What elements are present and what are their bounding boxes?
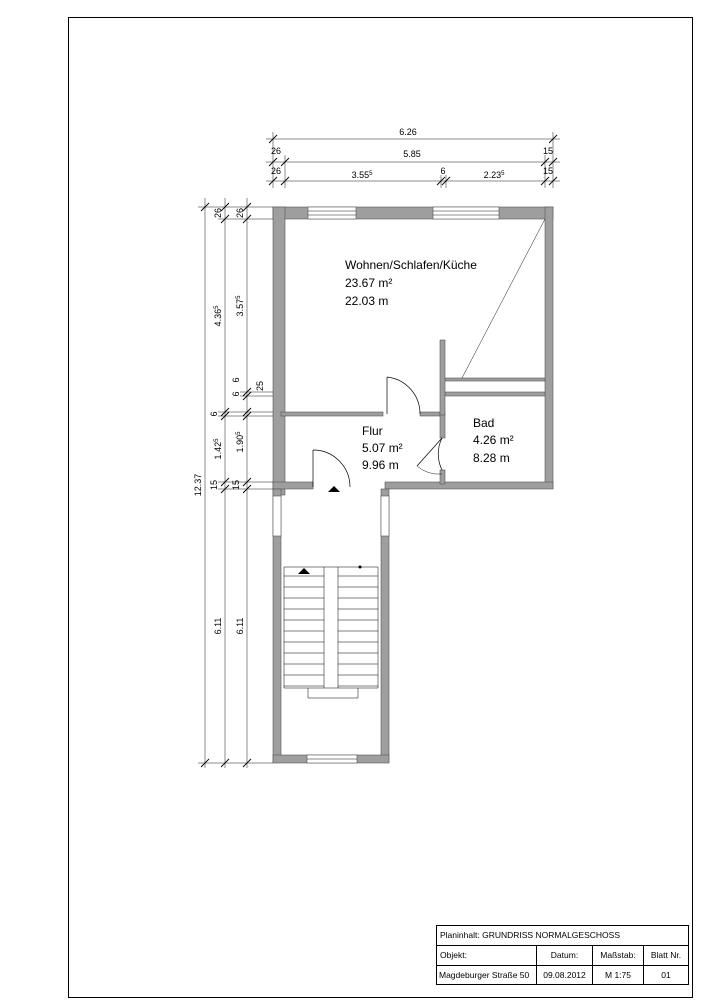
dim-left-c2-5: 6.11 [213, 618, 223, 635]
bath-name: Bad [473, 416, 494, 430]
left-dimensions [198, 198, 273, 768]
dim-left-c3-2: 6 [231, 377, 241, 382]
dim-left-c3-4: 1.905 [235, 431, 245, 453]
object-label: Objekt: [437, 946, 537, 965]
plan-content-label: Planinhalt: [440, 930, 480, 940]
windows [272, 206, 500, 764]
dim-left-c2-4: 15 [209, 480, 219, 490]
scale-value: M 1:75 [593, 966, 644, 984]
dim-top-r3-2: 6 [440, 166, 445, 176]
date-value: 09.08.2012 [537, 966, 593, 984]
sheet-label: Blatt Nr. [650, 950, 682, 960]
plan-content-cell: Planinhalt: GRUNDRISS NORMALGESCHOSS [437, 926, 688, 945]
dim-left-total: 12.37 [193, 474, 203, 497]
dim-left-side-label: 25 [255, 381, 265, 391]
dim-left-c3-1: 3.575 [235, 295, 245, 317]
dim-left-c2-3: 1.425 [213, 438, 223, 460]
bath-area: 4.26 m² [473, 433, 514, 447]
kitchen-diagonal [461, 218, 546, 379]
living-room-area: 23.67 m² [345, 276, 392, 290]
title-block-row-values: Magdeburger Straße 50 09.08.2012 M 1:75 … [437, 966, 688, 984]
title-block-row-plan: Planinhalt: GRUNDRISS NORMALGESCHOSS [437, 926, 688, 946]
dim-top-r2-mid: 5.85 [403, 149, 421, 159]
dim-top-r3-4: 15 [543, 166, 553, 176]
dim-left-c2-1: 4.365 [213, 305, 223, 327]
dim-top-r3-3: 2.235 [484, 170, 506, 180]
dim-top-r3-0: 26 [271, 166, 281, 176]
dim-left-c3-3: 6 [231, 391, 241, 396]
title-block-row-headers: Objekt: Datum: Maßstab: Blatt Nr. [437, 946, 688, 966]
dim-top-r2-right: 15 [543, 146, 553, 156]
staircase [283, 566, 379, 699]
doors [312, 376, 443, 488]
bath-perimeter: 8.28 m [473, 451, 510, 465]
hall-area: 5.07 m² [362, 441, 403, 455]
plan-content-value: GRUNDRISS NORMALGESCHOSS [482, 930, 620, 940]
dim-left-c3-0: 26 [235, 208, 245, 218]
sheet-border [68, 17, 693, 998]
stair-arrow-marker [298, 568, 310, 574]
dim-left-c3-5: 15 [231, 480, 241, 490]
living-room-name: Wohnen/Schlafen/Küche [345, 258, 477, 272]
hall-perimeter: 9.96 m [362, 458, 399, 472]
dim-left-c2-2: 6 [209, 411, 219, 416]
date-label: Datum: [537, 946, 593, 965]
scale-label: Maßstab: [593, 946, 644, 965]
up-arrow-marker [328, 486, 340, 492]
dim-top-total: 6.26 [399, 127, 417, 137]
dim-top-r2-left: 26 [271, 146, 281, 156]
dim-left-c3-6: 6.11 [235, 618, 245, 635]
living-room-perimeter: 22.03 m [345, 294, 388, 308]
dim-top-r3-1: 3.555 [352, 170, 374, 180]
hall-name: Flur [362, 424, 383, 438]
dim-left-c2-0: 26 [213, 208, 223, 218]
walls [272, 206, 554, 764]
object-value: Magdeburger Straße 50 [437, 966, 537, 984]
sheet-value: 01 [661, 970, 671, 980]
title-block: Planinhalt: GRUNDRISS NORMALGESCHOSS Obj… [436, 925, 689, 985]
top-dimensions [266, 132, 560, 188]
